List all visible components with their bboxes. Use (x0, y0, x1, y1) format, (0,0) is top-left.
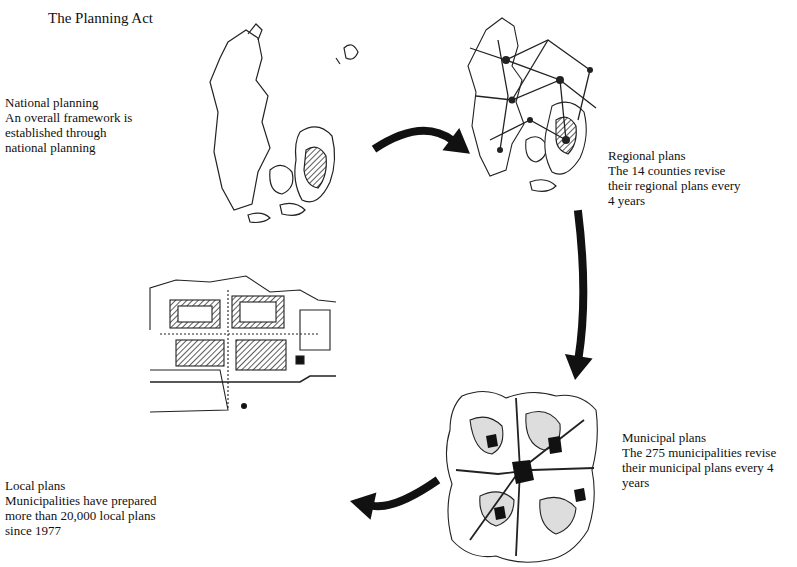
arrow-shaft (374, 131, 452, 149)
municipal-map (446, 391, 597, 562)
stage-description: The 14 counties revise their regional pl… (608, 163, 743, 208)
plan-stage: Municipal plansThe 275 municipalities re… (438, 380, 793, 565)
stage-heading: Regional plans (608, 148, 743, 163)
plan-stage: National planningAn overall framework is… (4, 20, 374, 225)
stage-caption: National planningAn overall framework is… (5, 95, 145, 155)
stage-caption: Municipal plansThe 275 municipalities re… (622, 430, 777, 490)
stage-description: Municipalities have prepared more than 2… (5, 493, 177, 538)
stage-heading: National planning (5, 95, 145, 110)
cycle-arrow (350, 480, 438, 520)
stage-heading: Municipal plans (622, 430, 777, 445)
arrow-head (442, 128, 470, 154)
arrow-shaft (578, 210, 583, 358)
cycle-arrow (374, 128, 470, 154)
arrow-head (565, 354, 593, 380)
stage-caption: Regional plansThe 14 counties revise the… (608, 148, 743, 208)
stage-heading: Local plans (5, 478, 177, 493)
national-map (210, 24, 358, 223)
arrow-head (350, 492, 376, 519)
stage-description: The 275 municipalities revise their muni… (622, 445, 777, 490)
local-plan-drawing (150, 276, 336, 412)
diagram-title: The Planning Act (48, 10, 153, 27)
arrow-shaft (372, 480, 438, 506)
cycle-arrow (565, 210, 593, 380)
plan-stage: Local plansMunicipalities have prepared … (4, 268, 350, 563)
regional-map (468, 18, 596, 191)
plan-stage: Regional plansThe 14 counties revise the… (470, 8, 793, 210)
stage-caption: Local plansMunicipalities have prepared … (5, 478, 177, 538)
stage-description: An overall framework is established thro… (5, 110, 145, 155)
